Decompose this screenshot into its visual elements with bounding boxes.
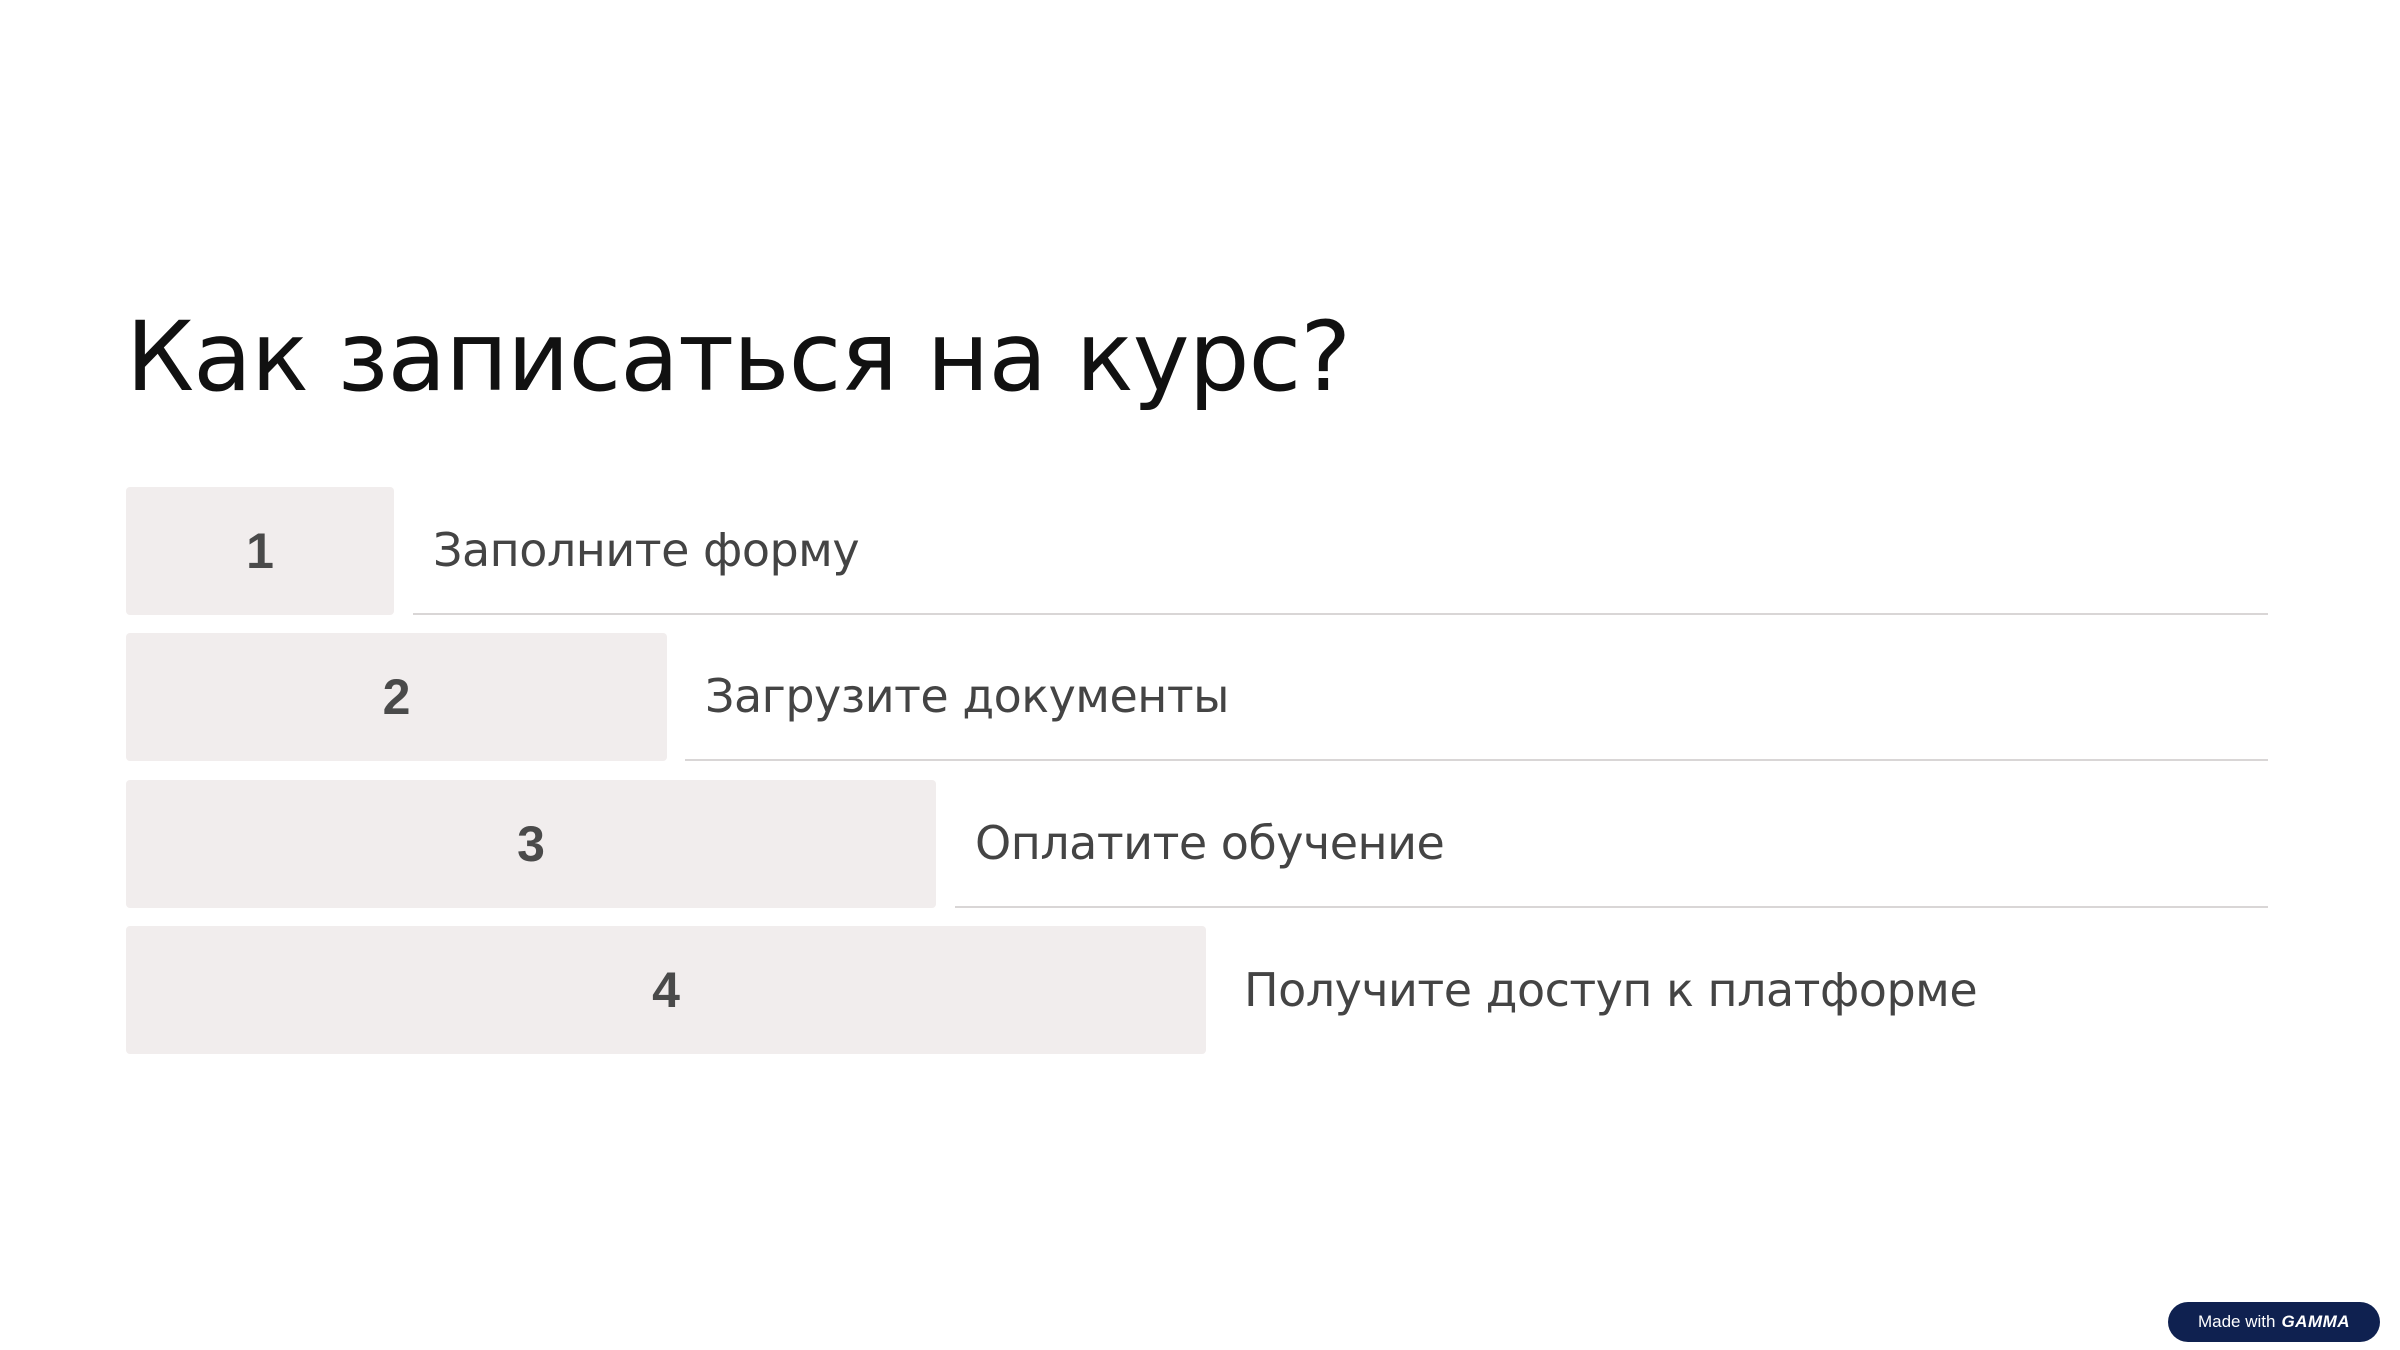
step-item: 2 Загрузите документы xyxy=(126,633,2268,761)
step-number: 4 xyxy=(652,962,680,1018)
slide-title: Как записаться на курс? xyxy=(126,301,1351,413)
step-item: 4 Получите доступ к платформе xyxy=(126,926,2268,1054)
step-number-box: 2 xyxy=(126,633,667,761)
step-text: Оплатите обучение xyxy=(975,816,1445,870)
step-text: Загрузите документы xyxy=(705,669,1230,723)
step-item: 1 Заполните форму xyxy=(126,487,2268,615)
step-number-box: 3 xyxy=(126,780,936,908)
gamma-logo: GAMMA xyxy=(2281,1312,2351,1331)
step-text-area: Получите доступ к платформе xyxy=(1224,926,2268,1054)
step-text-area: Заполните форму xyxy=(413,487,2268,615)
step-number: 2 xyxy=(382,669,411,725)
made-with-gamma-badge[interactable]: Made with GAMMA xyxy=(2168,1302,2380,1342)
step-number-box: 1 xyxy=(126,487,394,615)
step-text-area: Загрузите документы xyxy=(685,633,2268,761)
step-text: Получите доступ к платформе xyxy=(1244,963,1978,1017)
step-text: Заполните форму xyxy=(433,523,860,577)
step-item: 3 Оплатите обучение xyxy=(126,780,2268,908)
step-number-box: 4 xyxy=(126,926,1206,1054)
step-number: 1 xyxy=(246,523,274,579)
badge-made-with-label: Made with xyxy=(2197,1312,2276,1331)
step-number: 3 xyxy=(517,816,545,872)
step-text-area: Оплатите обучение xyxy=(955,780,2268,908)
